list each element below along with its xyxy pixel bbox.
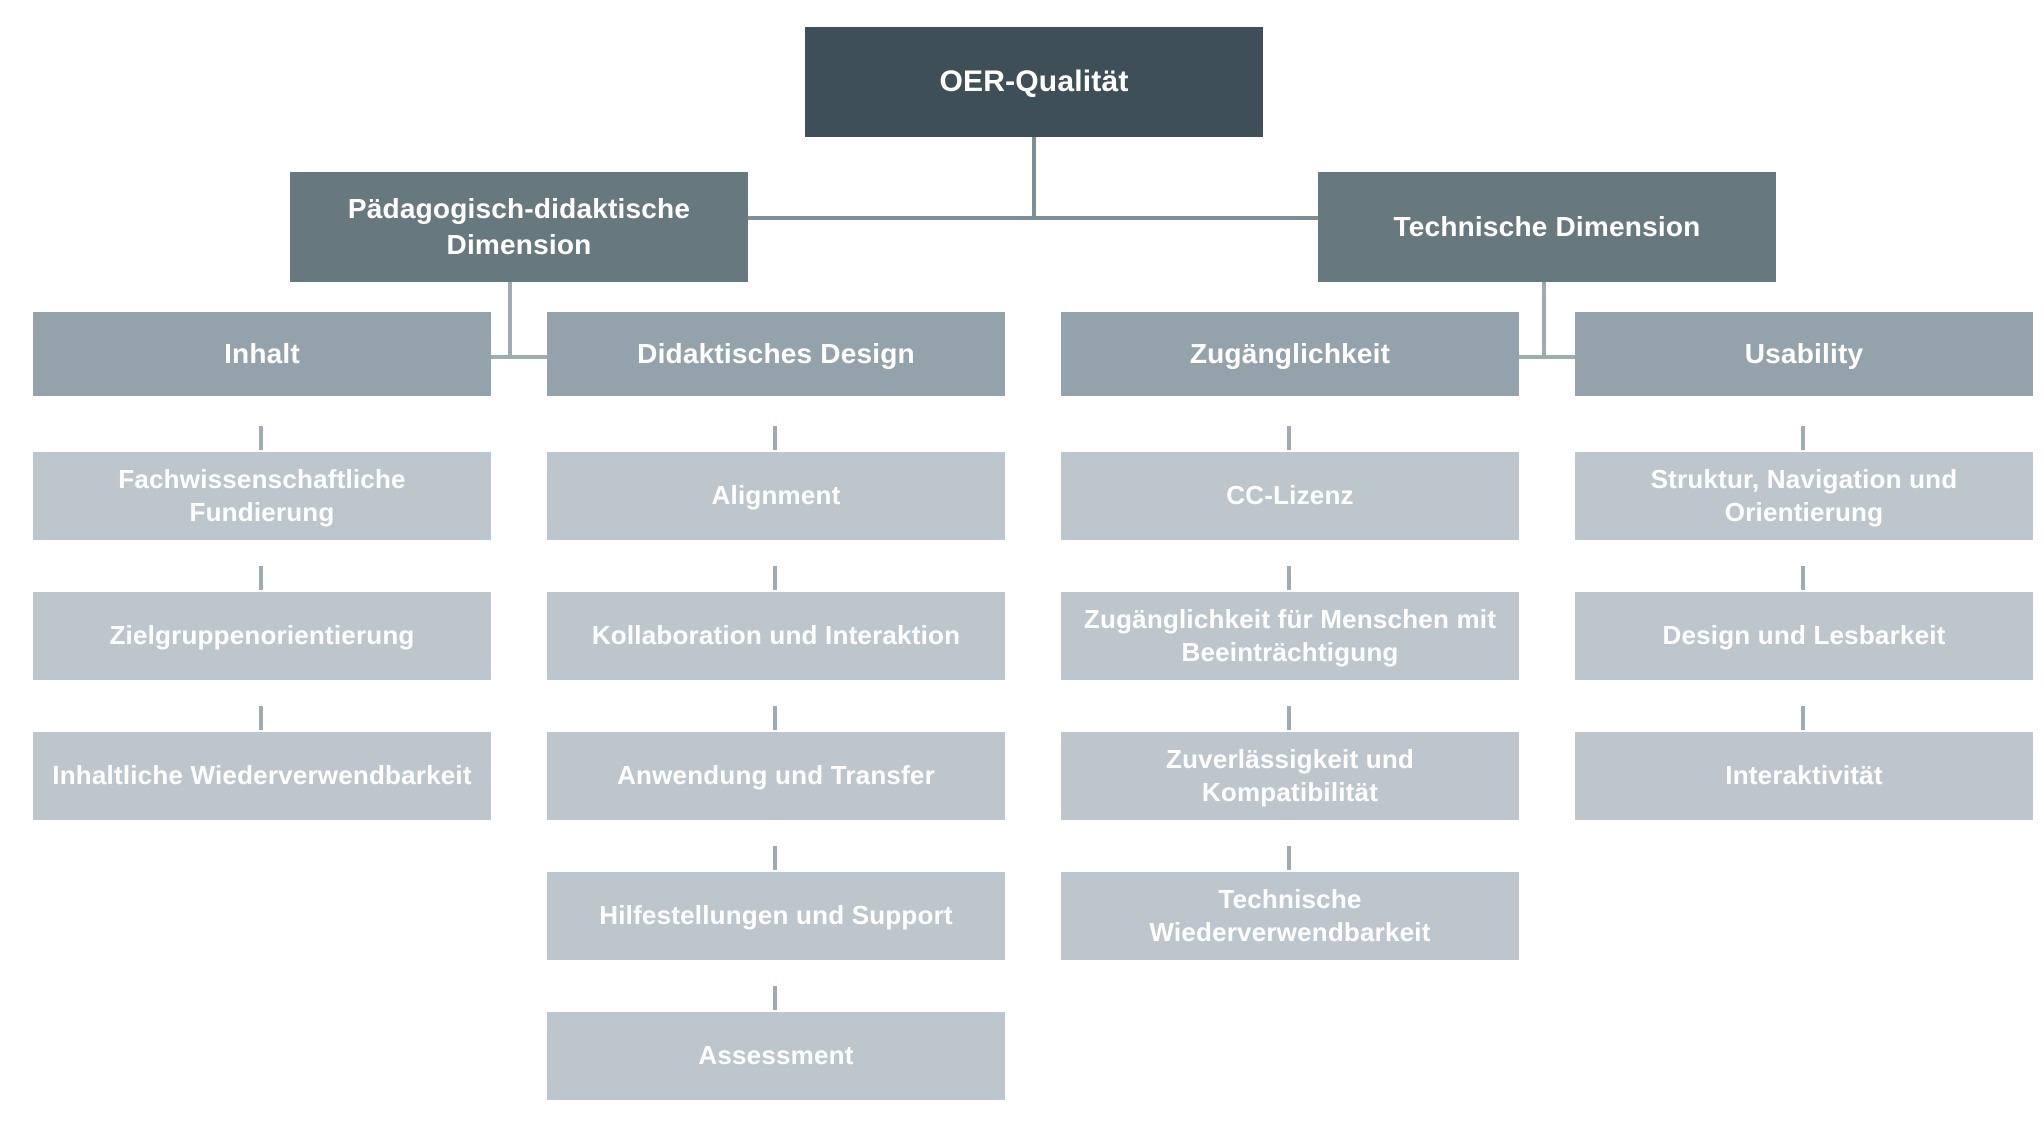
node-criterion-kollaboration-und-interaktion[interactable]: Kollaboration und Interaktion	[547, 592, 1005, 680]
connector-col2-stem-1	[773, 426, 777, 450]
connector-col2-stem-3	[773, 706, 777, 730]
connector-col2-stem-2	[773, 566, 777, 590]
node-criterion-cc-lizenz[interactable]: CC-Lizenz	[1061, 452, 1519, 540]
node-category-didaktisches-design[interactable]: Didaktisches Design	[547, 312, 1005, 396]
connector-col1-stem-1	[259, 426, 263, 450]
node-criterion-fachwissenschaftliche-fundierung[interactable]: Fachwissenschaftliche Fundierung	[33, 452, 491, 540]
node-criterion-hilfestellungen-und-support[interactable]: Hilfestellungen und Support	[547, 872, 1005, 960]
node-dimension-technisch[interactable]: Technische Dimension	[1318, 172, 1776, 282]
connector-col2-stem-5	[773, 986, 777, 1010]
node-category-zugaenglichkeit[interactable]: Zugänglichkeit	[1061, 312, 1519, 396]
node-criterion-struktur-navigation-und-orientierung[interactable]: Struktur, Navigation und Orientierung	[1575, 452, 2033, 540]
node-root-oer-qualitaet[interactable]: OER-Qualität	[805, 27, 1263, 137]
connector-col4-stem-3	[1801, 706, 1805, 730]
connector-pedagogic-stem	[508, 215, 512, 357]
node-category-usability[interactable]: Usability	[1575, 312, 2033, 396]
node-category-inhalt[interactable]: Inhalt	[33, 312, 491, 396]
node-criterion-technische-wiederverwendbarkeit[interactable]: Technische Wiederverwendbarkeit	[1061, 872, 1519, 960]
connector-col3-stem-3	[1287, 706, 1291, 730]
connector-technical-stem	[1542, 215, 1546, 357]
connector-col3-stem-4	[1287, 846, 1291, 870]
node-criterion-anwendung-und-transfer[interactable]: Anwendung und Transfer	[547, 732, 1005, 820]
node-criterion-assessment[interactable]: Assessment	[547, 1012, 1005, 1100]
node-criterion-interaktivitaet[interactable]: Interaktivität	[1575, 732, 2033, 820]
node-dimension-paedagogisch-didaktisch[interactable]: Pädagogisch-didaktische Dimension	[290, 172, 748, 282]
connector-col3-stem-1	[1287, 426, 1291, 450]
node-criterion-zuverlaessigkeit-und-kompatibilitaet[interactable]: Zuverlässigkeit und Kompatibilität	[1061, 732, 1519, 820]
node-criterion-design-und-lesbarkeit[interactable]: Design und Lesbarkeit	[1575, 592, 2033, 680]
connector-root-stem	[1032, 132, 1036, 220]
node-criterion-zugaenglichkeit-fuer-menschen-mit-beeintraechtigung[interactable]: Zugänglichkeit für Menschen mit Beeinträ…	[1061, 592, 1519, 680]
connector-col3-stem-2	[1287, 566, 1291, 590]
connector-pedagogic-category-bus	[330, 355, 690, 359]
connector-col1-stem-2	[259, 566, 263, 590]
connector-col1-stem-3	[259, 706, 263, 730]
connector-technical-category-bus	[1364, 355, 1724, 359]
connector-dimension-bus	[563, 216, 1503, 220]
connector-col2-stem-4	[773, 846, 777, 870]
connector-col4-stem-2	[1801, 566, 1805, 590]
node-criterion-alignment[interactable]: Alignment	[547, 452, 1005, 540]
node-criterion-inhaltliche-wiederverwendbarkeit[interactable]: Inhaltliche Wiederverwendbarkeit	[33, 732, 491, 820]
node-criterion-zielgruppenorientierung[interactable]: Zielgruppenorientierung	[33, 592, 491, 680]
connector-col4-stem-1	[1801, 426, 1805, 450]
